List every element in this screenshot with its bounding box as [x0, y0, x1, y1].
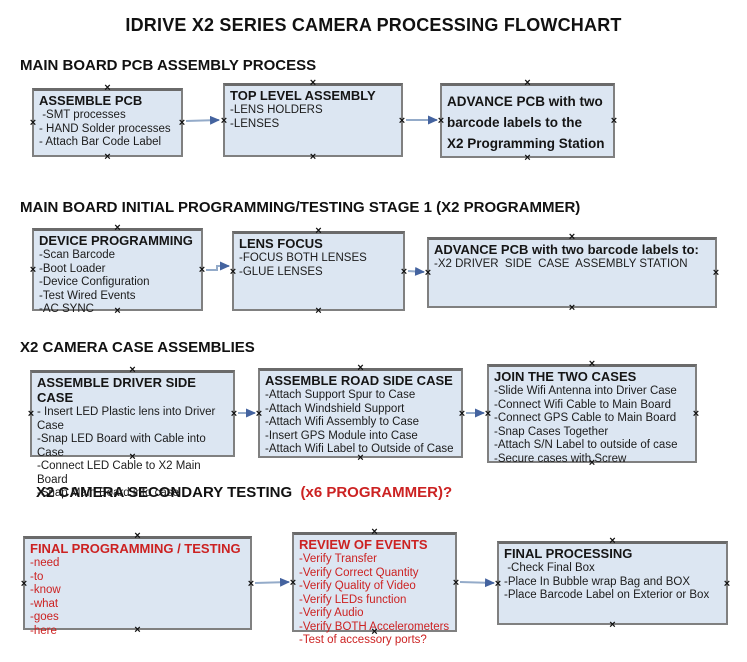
- section-heading-case-assemblies: X2 CAMERA CASE ASSEMBLIES: [20, 339, 255, 356]
- section-heading-initial-programming: MAIN BOARD INITIAL PROGRAMMING/TESTING S…: [20, 199, 581, 216]
- box-item: -SMT processes: [39, 109, 126, 121]
- page-title: IDRIVE X2 SERIES CAMERA PROCESSING FLOWC…: [125, 15, 622, 35]
- box-item: -Test Wired Events: [39, 289, 136, 302]
- box-item: -Scan Barcode: [39, 249, 116, 261]
- box-item: -LENS HOLDERS: [230, 104, 323, 116]
- box-item: -Attach Windshield Support: [265, 402, 405, 415]
- flow-box-lens-focus: LENS FOCUS -FOCUS BOTH LENSES -GLUE LENS…: [230, 226, 407, 317]
- box-item: -to: [30, 570, 44, 583]
- box-title: ADVANCE PCB with two barcode labels to:: [434, 242, 699, 257]
- box-item: -Check Final Box: [504, 562, 595, 574]
- box-item: -Connect Wifi Cable to Main Board: [494, 398, 672, 411]
- box-item: -Boot Loader: [39, 262, 106, 275]
- flow-box-final-programming-testing: FINAL PROGRAMMING / TESTING -need -to -k…: [21, 531, 254, 637]
- box-item: - Attach Bar Code Label: [39, 136, 162, 148]
- flow-box-top-level-assembly: TOP LEVEL ASSEMBLY -LENS HOLDERS -LENSES…: [221, 78, 405, 163]
- box-item: -Attach S/N Label to outside of case: [494, 439, 678, 451]
- box-title: ASSEMBLE ROAD SIDE CASE: [265, 373, 453, 388]
- box-title: TOP LEVEL ASSEMBLY: [230, 88, 376, 103]
- box-title: FINAL PROCESSING: [504, 546, 633, 561]
- box-item: -Snap Main Board into case: [37, 487, 179, 499]
- box-item: - Insert LED Plastic lens into Driver Ca…: [37, 406, 219, 432]
- section-heading-black-part: X2 CAMERA SECONDARY TESTING: [36, 484, 301, 501]
- flow-box-review-of-events: REVIEW OF EVENTS -Verify Transfer -Verif…: [290, 527, 459, 647]
- flow-box-device-programming: DEVICE PROGRAMMING -Scan Barcode -Boot L…: [30, 223, 205, 317]
- box-item: -Connect GPS Cable to Main Board: [494, 412, 677, 424]
- box-title: LENS FOCUS: [239, 236, 323, 251]
- box-item: -Verify Audio: [299, 607, 364, 619]
- box-item: -Verify Transfer: [299, 553, 377, 565]
- box-title: FINAL PROGRAMMING / TESTING: [30, 541, 241, 556]
- flow-box-assemble-road-side-case: ASSEMBLE ROAD SIDE CASE -Attach Support …: [256, 363, 465, 464]
- box-item: - HAND Solder processes: [39, 122, 171, 135]
- box-item: -Connect LED Cable to X2 Main Board: [37, 460, 204, 486]
- box-item: -X2 DRIVER SIDE CASE ASSEMBLY STATION: [434, 258, 688, 270]
- flow-arrow: [185, 115, 220, 125]
- box-item: -Attach Support Spur to Case: [265, 389, 416, 401]
- box-item: -Place In Bubble wrap Bag and BOX: [504, 575, 691, 588]
- box-item: -Test of accessory ports?: [299, 634, 427, 646]
- box-item: -Snap Cases Together: [494, 425, 609, 438]
- box-item: -FOCUS BOTH LENSES: [239, 252, 367, 264]
- box-item: -GLUE LENSES: [239, 265, 323, 278]
- flow-box-assemble-pcb: ASSEMBLE PCB -SMT processes - HAND Solde…: [30, 83, 185, 163]
- flow-box-assemble-driver-side-case: ASSEMBLE DRIVER SIDE CASE - Insert LED P…: [28, 365, 237, 500]
- section-heading-secondary-testing: X2 CAMERA SECONDARY TESTING (x6 PROGRAMM…: [36, 484, 452, 501]
- box-item: -know: [30, 584, 61, 596]
- flow-box-advance-pcb-to-programming-station: ADVANCE PCB with two barcode labels to t…: [438, 78, 617, 164]
- box-item: -Verify BOTH Accelerometers: [299, 620, 450, 633]
- section-heading-pcb-assembly: MAIN BOARD PCB ASSEMBLY PROCESS: [20, 57, 317, 74]
- box-item: -Verify Quality of Video: [299, 580, 416, 592]
- box-item: -Device Configuration: [39, 276, 150, 288]
- box-title: JOIN THE TWO CASES: [494, 369, 637, 384]
- box-item: -Place Barcode Label on Exterior or Box: [504, 589, 710, 601]
- box-title: REVIEW OF EVENTS: [299, 537, 428, 552]
- box-item: -Slide Wifi Antenna into Driver Case: [494, 385, 677, 397]
- box-item: -here: [30, 624, 57, 637]
- box-item: -goes: [30, 611, 59, 623]
- box-item: -what: [30, 597, 59, 610]
- box-item: -Snap LED Board with Cable into Case: [37, 433, 209, 459]
- box-title: ASSEMBLE PCB: [39, 93, 143, 108]
- box-title: DEVICE PROGRAMMING: [39, 233, 193, 248]
- flow-arrow: [206, 261, 230, 271]
- flow-arrow: [254, 577, 290, 587]
- flow-box-advance-pcb-to-driver-side-station: ADVANCE PCB with two barcode labels to: …: [425, 232, 719, 314]
- box-title: ADVANCE PCB with two barcode labels to t…: [447, 94, 605, 151]
- box-item: -Insert GPS Module into Case: [265, 429, 418, 442]
- flow-box-final-processing: FINAL PROCESSING -Check Final Box -Place…: [495, 536, 730, 631]
- box-item: -LENSES: [230, 117, 280, 130]
- flow-arrow: [459, 578, 495, 588]
- box-title: ASSEMBLE DRIVER SIDE CASE: [37, 375, 196, 405]
- box-item: -need: [30, 557, 60, 569]
- box-item: -Verify LEDs function: [299, 593, 407, 606]
- box-item: -Verify Correct Quantity: [299, 566, 419, 579]
- box-item: -Secure cases with Screw: [494, 452, 627, 465]
- section-heading-red-part: (x6 PROGRAMMER)?: [300, 484, 453, 501]
- box-item: -Attach Wifi Label to Outside of Case: [265, 443, 454, 455]
- box-item: -AC SYNC: [39, 303, 94, 315]
- flow-arrow: [407, 266, 425, 276]
- box-item: -Attach Wifi Assembly to Case: [265, 416, 420, 428]
